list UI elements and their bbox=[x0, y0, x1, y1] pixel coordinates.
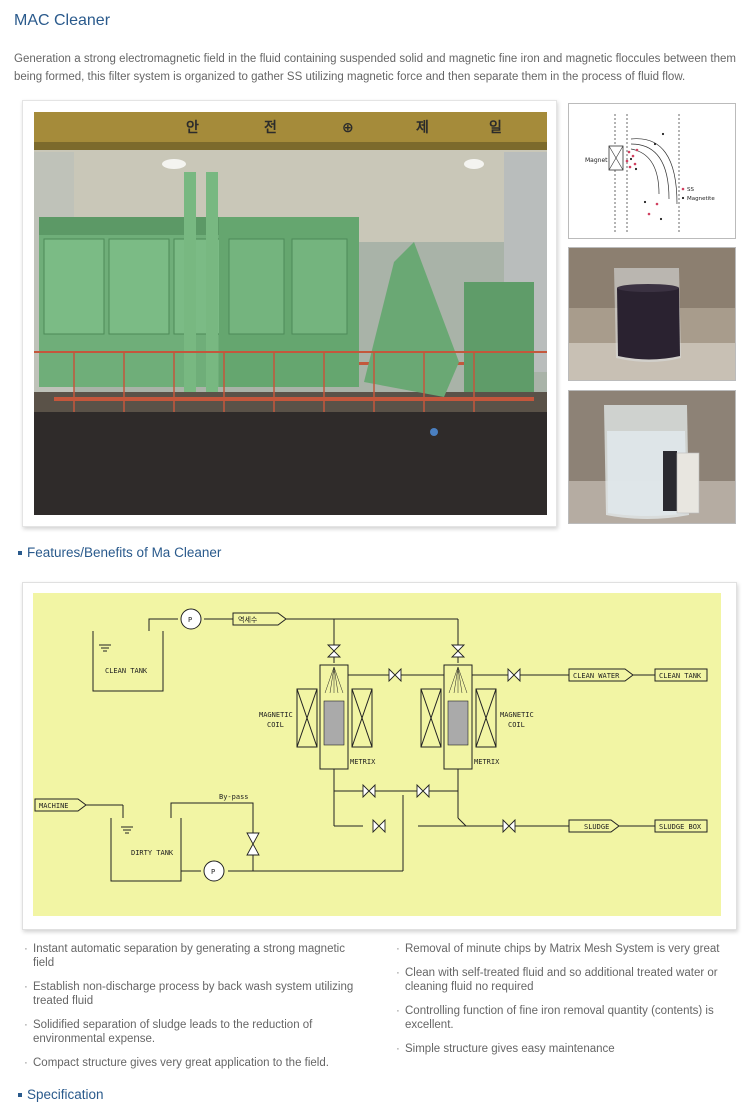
intro-text: Generation a strong electromagnetic fiel… bbox=[14, 53, 736, 83]
valve-icon bbox=[394, 667, 402, 683]
magnet-diagram-thumbnail: Magnet SS Magnetite bbox=[568, 103, 736, 239]
process-diagram-frame: P P bbox=[22, 582, 737, 930]
valve-icon bbox=[246, 832, 260, 845]
metrix-right-label: METRIX bbox=[474, 758, 500, 766]
benefit-item: Solidified separation of sludge leads to… bbox=[24, 1018, 368, 1046]
banner-char-2: 전 bbox=[264, 119, 277, 136]
valve-icon bbox=[416, 783, 424, 799]
magnetic-coil-right-line1: MAGNETIC bbox=[500, 711, 534, 719]
banner-char-1: 안 bbox=[186, 119, 199, 136]
matrix-mesh-right bbox=[447, 700, 469, 746]
dirty-tank-label: DIRTY TANK bbox=[131, 849, 174, 857]
benefit-item: Simple structure gives easy maintenance bbox=[396, 1042, 724, 1056]
benefit-item: Instant automatic separation by generati… bbox=[24, 942, 368, 970]
valve-icon bbox=[450, 644, 466, 652]
heading-bullet-icon bbox=[18, 550, 22, 555]
dirty-fluid-beaker-photo bbox=[568, 247, 736, 381]
pump-icon: P bbox=[203, 860, 225, 882]
benefits-right-column: Removal of minute chips by Matrix Mesh S… bbox=[380, 942, 736, 1080]
valve-icon bbox=[450, 650, 466, 658]
banner-char-5: 일 bbox=[489, 120, 502, 136]
magnetic-coil-right-line2: COIL bbox=[508, 721, 525, 729]
clean-tank-out-label: CLEAN TANK bbox=[659, 672, 702, 680]
backwash-label: 역세수 bbox=[238, 615, 258, 624]
clean-fluid-beaker-photo bbox=[568, 390, 736, 524]
clean-tank-label: CLEAN TANK bbox=[105, 667, 148, 675]
benefit-item: Controlling function of fine iron remova… bbox=[396, 1004, 724, 1032]
features-heading: Features/Benefits of Ma Cleaner bbox=[18, 545, 221, 560]
valve-icon bbox=[422, 783, 430, 799]
specification-heading: Specification bbox=[18, 1087, 104, 1102]
valve-icon bbox=[246, 843, 260, 856]
pump-icon: P bbox=[180, 608, 202, 630]
heading-bullet-icon bbox=[18, 1092, 22, 1097]
banner-char-4: 제 bbox=[416, 120, 429, 136]
valve-icon bbox=[368, 783, 376, 799]
valve-icon bbox=[508, 818, 516, 834]
sludge-box-label: SLUDGE BOX bbox=[659, 823, 702, 831]
svg-text:P: P bbox=[211, 868, 215, 876]
benefit-item: Establish non-discharge process by back … bbox=[24, 980, 368, 1008]
sludge-label: SLUDGE bbox=[584, 823, 609, 831]
magnetic-coil-left-line1: MAGNETIC bbox=[259, 711, 293, 719]
benefit-item: Compact structure gives very great appli… bbox=[24, 1056, 368, 1070]
valve-icon bbox=[326, 650, 342, 658]
legend-magnetite: Magnetite bbox=[687, 196, 715, 202]
banner-char-3: ⊕ bbox=[342, 120, 354, 136]
svg-text:P: P bbox=[188, 616, 192, 624]
valve-icon bbox=[513, 667, 521, 683]
valve-icon bbox=[326, 644, 342, 652]
main-photo-frame: 안 전 ⊕ 제 일 bbox=[22, 100, 557, 527]
valve-icon bbox=[362, 783, 370, 799]
valve-icon bbox=[502, 818, 510, 834]
mac-cleaner-photo: 안 전 ⊕ 제 일 bbox=[34, 112, 547, 515]
valve-icon bbox=[378, 818, 386, 834]
valve-icon bbox=[372, 818, 380, 834]
magnet-label: Magnet bbox=[585, 157, 608, 164]
benefit-item: Clean with self-treated fluid and so add… bbox=[396, 966, 724, 994]
magnetic-coil-left-line2: COIL bbox=[267, 721, 284, 729]
machine-label: MACHINE bbox=[39, 802, 69, 810]
benefits-left-column: Instant automatic separation by generati… bbox=[24, 942, 380, 1080]
clean-water-label: CLEAN WATER bbox=[573, 672, 620, 680]
process-flow-diagram: P P bbox=[33, 593, 721, 916]
features-heading-text: Features/Benefits of Ma Cleaner bbox=[27, 545, 222, 560]
metrix-left-label: METRIX bbox=[350, 758, 376, 766]
valve-icon bbox=[507, 667, 515, 683]
page-title: MAC Cleaner bbox=[14, 12, 111, 29]
benefit-item: Removal of minute chips by Matrix Mesh S… bbox=[396, 942, 724, 956]
matrix-mesh-left bbox=[323, 700, 345, 746]
bypass-label: By-pass bbox=[219, 793, 249, 801]
legend-ss: SS bbox=[687, 187, 694, 193]
benefits-list: Instant automatic separation by generati… bbox=[24, 942, 736, 1080]
specification-heading-text: Specification bbox=[27, 1087, 104, 1102]
valve-icon bbox=[388, 667, 396, 683]
